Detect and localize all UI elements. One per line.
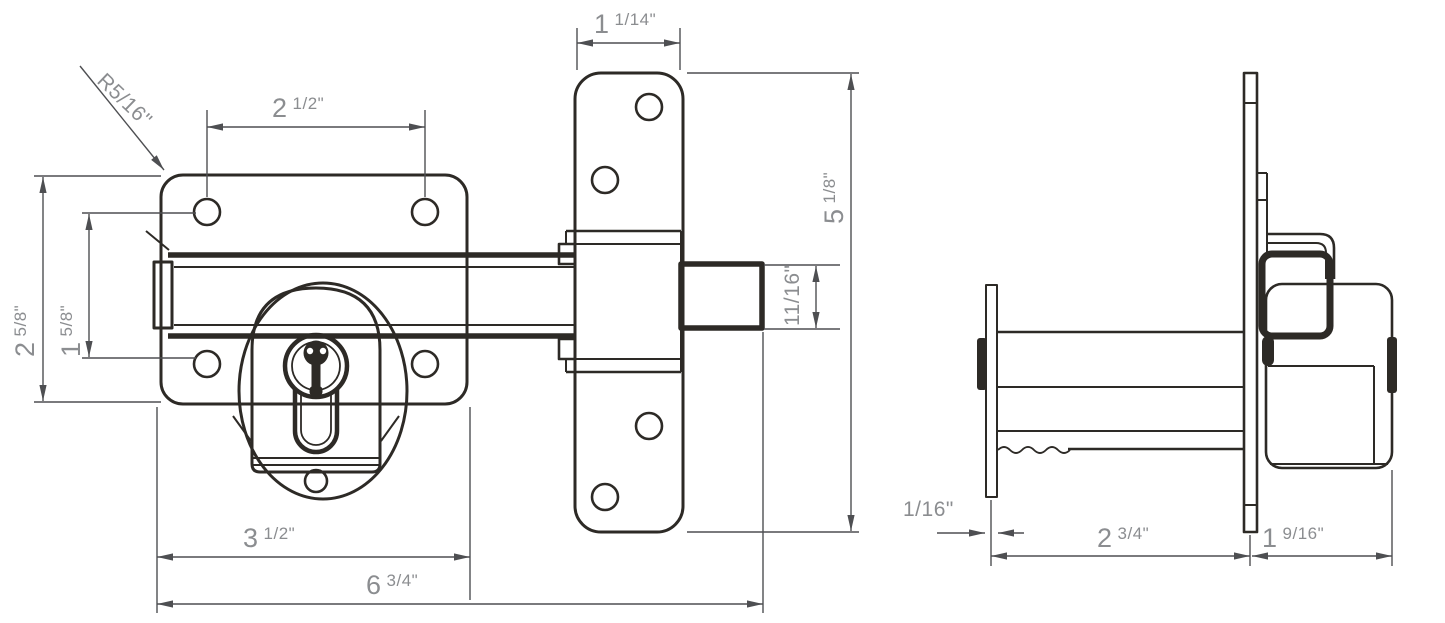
cylinder-barrel (997, 330, 1244, 454)
bottom-screw-hole (303, 468, 329, 494)
dim-hole-row-spacing: 15/8" (56, 212, 196, 359)
faceplate-tab (977, 338, 987, 390)
key-pin (306, 347, 314, 355)
dim-faceplate-thickness-label: 1/16" (903, 498, 954, 521)
key-stem (311, 362, 321, 390)
dim-plate-height: 25/8" (10, 175, 161, 403)
dim-keeper-height-label: 51/8" (819, 172, 849, 224)
backplate-screw-holes (192, 197, 440, 379)
escutcheon-oval (237, 281, 409, 501)
key-pin (319, 347, 327, 355)
dim-plate-height-label: 25/8" (10, 305, 40, 357)
screw-hole (634, 92, 664, 122)
bolt-guide-loop (1258, 250, 1334, 366)
key-tip (309, 386, 323, 396)
euro-cylinder (282, 332, 350, 455)
bolt-tail-cap (152, 260, 174, 330)
detail-line (232, 415, 252, 442)
detail-line (380, 415, 400, 442)
screw-hole (192, 197, 222, 227)
bolt (678, 261, 765, 331)
screw-hole (590, 165, 620, 195)
screw-hole (192, 349, 222, 379)
dim-corner-radius: R5/16" (79, 65, 165, 171)
thread-break-line (997, 446, 1071, 454)
dim-bolt-thickness-label: 11/16" (781, 265, 804, 326)
dim-keeper-height: 51/8" (687, 72, 859, 533)
key-slot (292, 389, 340, 455)
key-head (303, 340, 329, 366)
keeper-plate-edge (1242, 71, 1268, 534)
screw-hole (410, 197, 440, 227)
screw-hole (634, 411, 664, 441)
bolt-housing (145, 230, 575, 339)
front-view (145, 71, 765, 534)
dim-corner-radius-label: R5/16" (93, 69, 157, 132)
backplate (159, 173, 469, 406)
dim-hole-row-spacing-label: 15/8" (56, 305, 86, 357)
detail-line (145, 230, 170, 251)
screw-hole (410, 349, 440, 379)
lock-body-side (1264, 282, 1397, 470)
side-view (977, 71, 1397, 534)
keeper-plate (573, 71, 685, 534)
bolt-guide-block (557, 229, 682, 374)
body-tab (1387, 337, 1397, 393)
faceplate-edge (985, 284, 998, 498)
dim-bolt-thickness: 11/16" (764, 264, 840, 330)
screw-hole (590, 482, 620, 512)
cylinder-dome (232, 286, 400, 474)
